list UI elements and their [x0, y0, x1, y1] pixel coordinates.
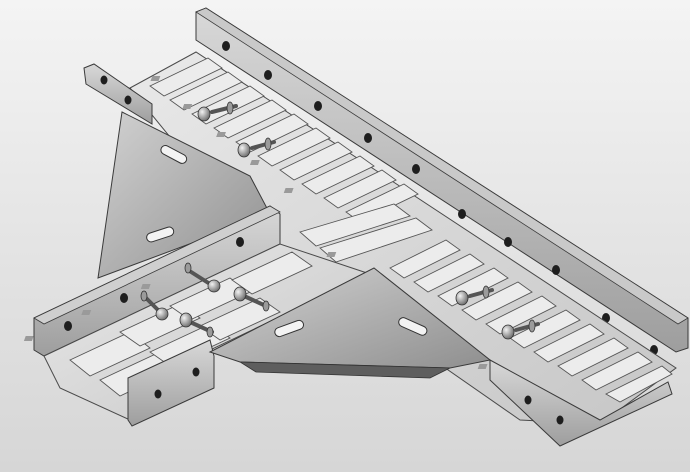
bolt — [184, 262, 221, 293]
bolt — [455, 285, 494, 306]
rung-slot-holes — [23, 284, 151, 341]
rail-hole-row — [222, 41, 658, 355]
gusset-slot — [146, 226, 175, 243]
main-tray-rungs — [149, 57, 673, 403]
left-back-rail — [83, 63, 153, 125]
bolt — [140, 290, 169, 321]
bolt — [233, 286, 270, 312]
bolt — [197, 101, 238, 122]
bolt — [501, 319, 540, 340]
gusset-slot — [160, 144, 188, 164]
rail-hole-row — [64, 237, 244, 331]
gusset-slot — [398, 317, 428, 336]
bolt — [179, 312, 214, 338]
front-gusset-plate — [208, 267, 492, 379]
main-side-rail-back — [195, 7, 689, 355]
fastener-bolts — [140, 101, 540, 340]
gusset-slot — [274, 319, 305, 338]
branch-end-rail — [127, 339, 215, 427]
main-side-rail-front — [489, 359, 673, 447]
bolt — [237, 137, 276, 158]
left-gusset-plate — [97, 111, 271, 279]
